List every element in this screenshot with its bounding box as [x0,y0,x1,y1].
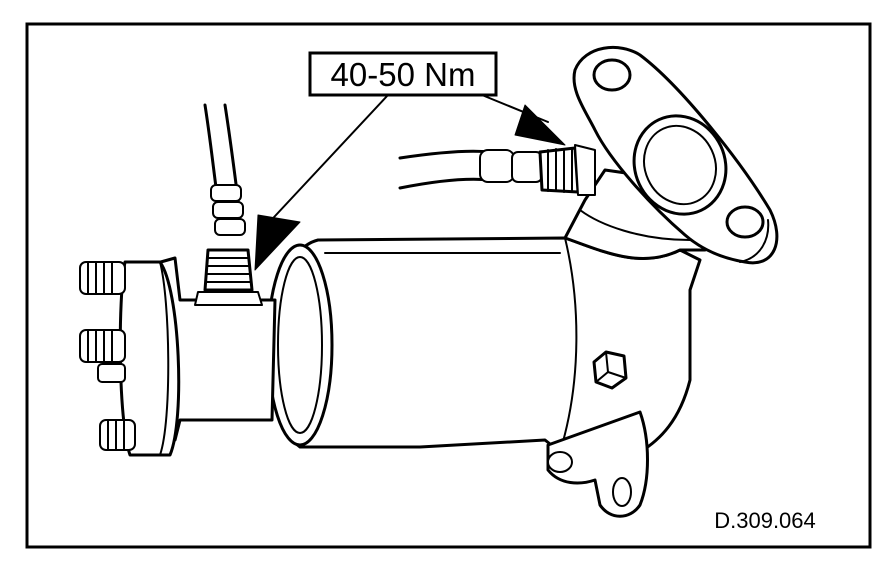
torque-label: 40-50 Nm [331,56,476,93]
figure-reference-code: D.309.064 [714,508,816,533]
flange-stud-top [79,261,126,295]
leader-line-left [261,94,389,231]
exhaust-flange [572,45,779,265]
flange-stud-bottom [99,419,136,451]
frame-border [25,22,872,549]
torque-callout: 40-50 Nm [254,51,566,271]
upstream-lambda-sensor [194,103,263,306]
catalytic-converter [266,168,707,454]
flange-stud-middle [79,329,126,383]
torque-label-box [308,51,498,97]
arrow-icon [514,104,566,146]
downstream-lambda-sensor [398,144,596,196]
mounting-bracket [546,410,649,518]
arrow-icon [254,214,301,271]
